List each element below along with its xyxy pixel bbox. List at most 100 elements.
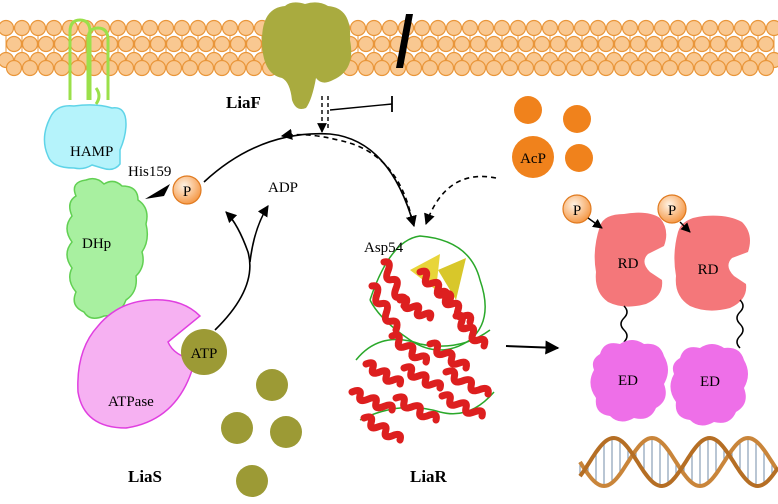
ed-domain-right — [670, 344, 748, 426]
lipid-head — [69, 35, 87, 53]
adp-release-arrow — [249, 205, 269, 263]
acp-dot — [514, 96, 542, 124]
lipid-head — [133, 35, 151, 53]
lipid-head — [581, 35, 599, 53]
lipid-head — [157, 19, 175, 37]
lipid-head — [469, 59, 487, 77]
lipid-head — [357, 35, 375, 53]
lipid-head — [645, 35, 663, 53]
lipid-head — [741, 35, 759, 53]
lipid-head — [717, 19, 735, 37]
lipid-head — [525, 19, 543, 37]
lipid-head — [5, 35, 23, 53]
lipid-head — [429, 19, 447, 37]
lipid-head — [605, 19, 623, 37]
liar-strand — [438, 258, 466, 300]
lipid-head — [149, 59, 167, 77]
liar-helix — [348, 387, 396, 414]
acp-pool — [512, 96, 593, 178]
acp-molecule — [512, 136, 554, 178]
lipid-head — [709, 35, 727, 53]
lipid-head — [421, 35, 439, 53]
hamp-domain — [43, 104, 127, 171]
acp-label: AcP — [520, 151, 546, 167]
lipid-head — [757, 59, 775, 77]
asp54-label: Asp54 — [364, 240, 404, 256]
lipid-head — [765, 19, 778, 37]
lipid-head — [37, 59, 55, 77]
lipid-head — [0, 19, 15, 37]
dna-strand — [578, 435, 778, 489]
liar-helix — [368, 282, 401, 334]
lipid-head — [453, 35, 471, 53]
lipid-head — [581, 59, 599, 77]
acp-dot — [563, 105, 591, 133]
rd-domain-right — [674, 215, 750, 311]
lipid-head — [621, 19, 639, 37]
atp-molecule — [181, 329, 227, 375]
lipid-head — [173, 19, 191, 37]
atp-to-phosphate-arrow — [214, 211, 251, 331]
lipid-head — [629, 35, 647, 53]
lipid-head — [613, 35, 631, 53]
liaf-label: LiaF — [226, 93, 261, 112]
lipid-head — [733, 19, 751, 37]
lipid-head — [757, 35, 775, 53]
lipid-head — [133, 59, 151, 77]
adp-label: ADP — [268, 180, 298, 196]
liar-helix — [362, 359, 405, 388]
lipid-head — [229, 59, 247, 77]
lipid-head — [501, 35, 519, 53]
lipid-head — [245, 35, 263, 53]
lipid-head — [509, 19, 527, 37]
lipid-head — [533, 59, 551, 77]
lipid-head — [405, 35, 423, 53]
ed-domain-left — [590, 340, 668, 422]
liar-helix — [360, 413, 404, 444]
atp-pool-dot — [270, 416, 302, 448]
lipid-head — [693, 35, 711, 53]
lias-label: LiaS — [128, 467, 162, 486]
lipid-head — [685, 19, 703, 37]
ed-label-left: ED — [618, 373, 638, 389]
lipid-head — [589, 19, 607, 37]
lipid-head — [485, 59, 503, 77]
lipid-head — [645, 59, 663, 77]
liar-coil — [369, 235, 486, 351]
lipid-head — [45, 19, 63, 37]
lipid-head — [189, 19, 207, 37]
liaf-protein — [262, 2, 352, 109]
liaf-inhibition-line — [329, 103, 393, 111]
lipid-head — [597, 59, 615, 77]
lipid-head — [245, 59, 263, 77]
liar-dimer-left: RD ED P — [562, 194, 668, 422]
lipid-head — [357, 59, 375, 77]
atp-label: ATP — [191, 346, 218, 362]
lipid-head — [109, 19, 127, 37]
liar-helix — [442, 367, 492, 398]
lipid-head — [661, 35, 679, 53]
lipid-head — [637, 19, 655, 37]
lipid-head — [37, 35, 55, 53]
lipid-head — [669, 19, 687, 37]
lipid-head — [677, 35, 695, 53]
lipid-head — [381, 19, 399, 37]
lipid-head — [181, 59, 199, 77]
membrane-disruption-mark — [396, 14, 413, 68]
lipid-head — [437, 35, 455, 53]
membrane-bilayer — [0, 19, 778, 77]
lipid-head — [141, 19, 159, 37]
rd-label-right: RD — [698, 262, 719, 278]
lipid-head — [533, 35, 551, 53]
lipid-head — [469, 35, 487, 53]
lipid-head — [597, 35, 615, 53]
lipid-head — [477, 19, 495, 37]
phosphate-label-rd-left: P — [573, 203, 581, 219]
lipid-head — [549, 35, 567, 53]
lipid-head — [149, 35, 167, 53]
lipid-head — [125, 19, 143, 37]
lipid-head — [229, 35, 247, 53]
lipid-head — [493, 19, 511, 37]
